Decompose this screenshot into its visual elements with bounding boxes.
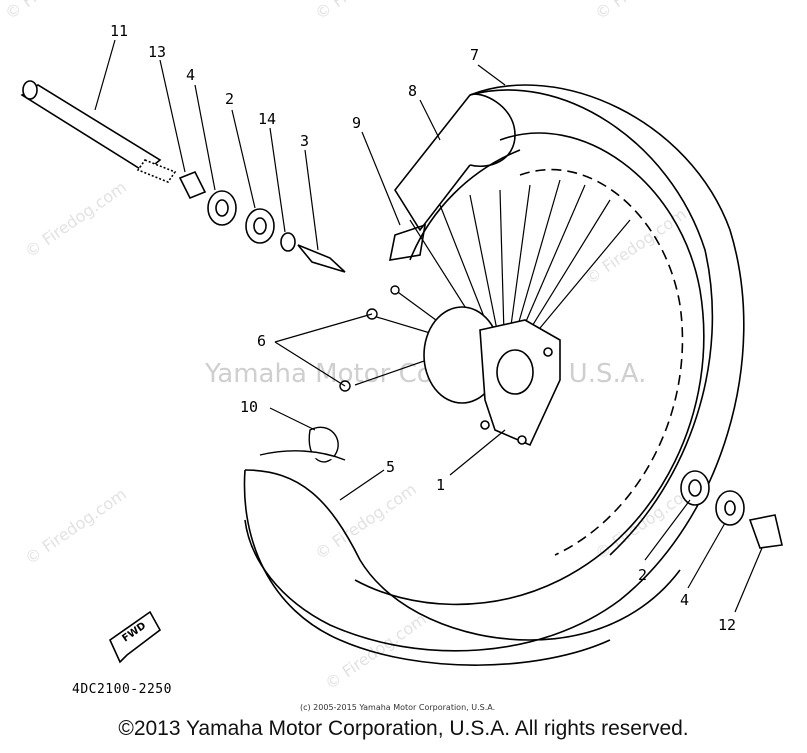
callout-13: 13 (148, 43, 166, 61)
callout-4-right: 4 (680, 591, 689, 609)
circlip (280, 232, 296, 252)
fwd-arrow: FWD (108, 610, 162, 664)
watermark-6: © Firedog.com (311, 0, 419, 23)
callout-9: 9 (352, 114, 361, 132)
left-parts (178, 170, 346, 273)
diagram-part-code: 4DC2100-2250 (72, 682, 172, 697)
watermark-8: © Firedog.com (1, 0, 109, 23)
tire-inner (469, 89, 714, 556)
callout-2-right: 2 (638, 566, 647, 584)
rim-top-edge (409, 149, 521, 261)
rim-outer (354, 132, 705, 606)
callouts: 11 13 4 2 14 3 9 8 7 6 10 5 1 2 4 12 (110, 22, 736, 634)
callout-11: 11 (110, 22, 128, 40)
tube-lower (243, 469, 611, 666)
rim-band-end (469, 93, 516, 167)
callout-5: 5 (386, 458, 395, 476)
tire-outer (244, 84, 745, 652)
valve-stem (259, 450, 346, 461)
collar-right (748, 514, 783, 549)
callout-3: 3 (300, 132, 309, 150)
right-parts (680, 470, 783, 549)
nipples (259, 285, 400, 463)
footer-copyright: ©2013 Yamaha Motor Corporation, U.S.A. A… (118, 717, 689, 740)
axle (20, 80, 177, 183)
callout-1: 1 (436, 476, 445, 494)
callout-8: 8 (408, 82, 417, 100)
watermarks: © Firedog.com © Firedog.com © Firedog.co… (1, 0, 699, 693)
watermark-1: © Firedog.com (21, 177, 129, 261)
tube-upper (244, 469, 681, 641)
watermark-3: © Firedog.com (21, 484, 129, 568)
callout-2-left: 2 (225, 90, 234, 108)
watermark-7: © Firedog.com (591, 0, 699, 23)
callout-12: 12 (718, 616, 736, 634)
callout-7: 7 (470, 46, 479, 64)
watermark-4: © Firedog.com (311, 479, 419, 563)
callout-6: 6 (257, 332, 266, 350)
rim-band (394, 94, 471, 232)
watermark-9: © Firedog.com (321, 609, 429, 693)
wheel (243, 84, 745, 666)
rim-inner (519, 169, 684, 556)
callout-10: 10 (240, 398, 258, 416)
leader-lines (94, 39, 763, 613)
watermark-2: © Firedog.com (581, 204, 689, 288)
hub (423, 306, 561, 447)
callout-4-left: 4 (186, 66, 195, 84)
callout-14: 14 (258, 110, 276, 128)
collar-left (178, 170, 207, 200)
spacer (297, 244, 346, 273)
small-copyright: (c) 2005-2015 Yamaha Motor Corporation, … (300, 703, 495, 712)
